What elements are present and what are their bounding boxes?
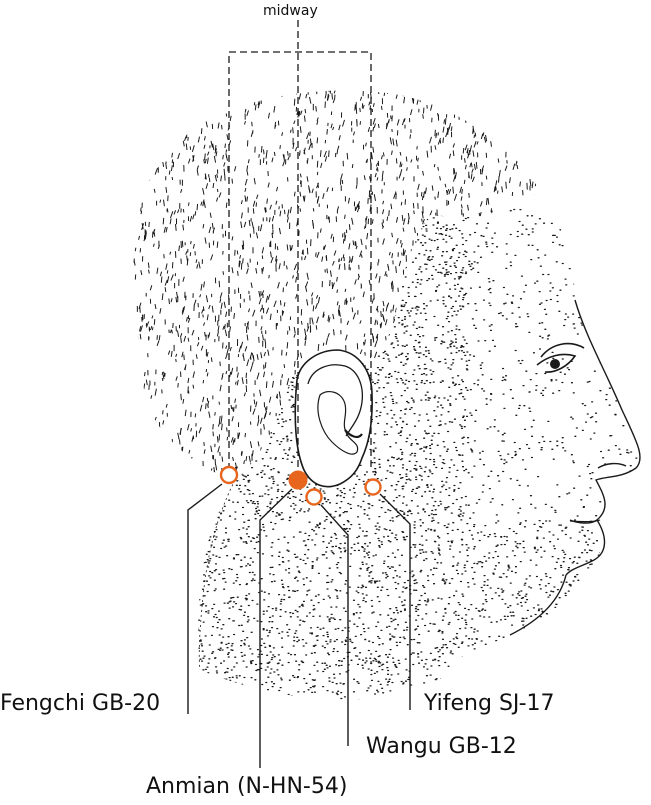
skin-stipple xyxy=(198,199,640,700)
fengchi-point xyxy=(219,465,239,485)
nostril-line xyxy=(597,462,627,469)
midway-label: midway xyxy=(263,3,318,19)
acupoints xyxy=(219,465,382,506)
mouth-line xyxy=(569,519,601,523)
ear-canal xyxy=(344,429,363,439)
yifeng-leader xyxy=(379,493,411,710)
yifeng-label: Yifeng SJ-17 xyxy=(424,691,555,716)
yifeng-point xyxy=(364,478,382,496)
ear-outline xyxy=(294,349,373,488)
anmian-leader xyxy=(259,488,293,768)
skin-dots xyxy=(198,199,640,700)
neck-back-line xyxy=(198,479,236,671)
anmian-point xyxy=(288,470,308,490)
midway-bracket xyxy=(228,51,372,470)
anmian-label: Anmian (N-HN-54) xyxy=(146,774,348,799)
fengchi-leader xyxy=(187,483,223,714)
wangu-label: Wangu GB-12 xyxy=(366,734,517,759)
eye-pupil xyxy=(550,359,560,369)
wangu-point xyxy=(305,488,323,506)
leader-lines xyxy=(187,483,411,768)
face-profile-line xyxy=(509,299,641,636)
wangu-leader xyxy=(320,504,349,746)
ear-concha xyxy=(317,391,359,455)
midway-guides xyxy=(228,20,372,475)
ear-helix xyxy=(307,364,364,437)
eye-line xyxy=(536,342,585,373)
fengchi-label: Fengchi GB-20 xyxy=(0,691,161,716)
